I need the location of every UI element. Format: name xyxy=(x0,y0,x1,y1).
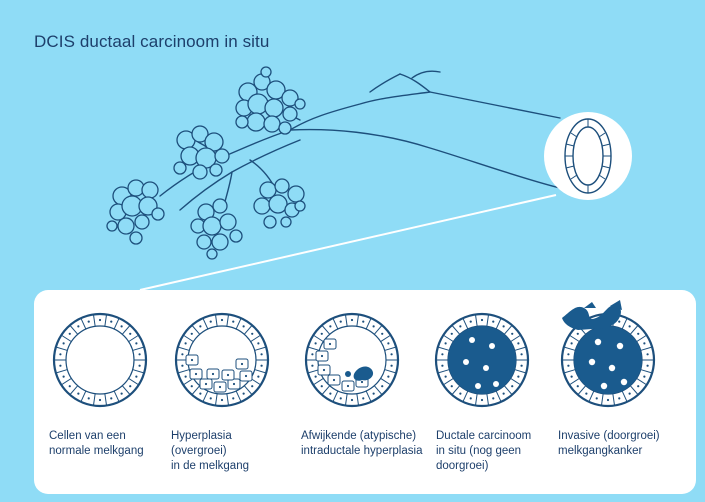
stage-invasive: Invasive (doorgroei) melkgangkanker xyxy=(548,300,678,494)
atypical-duct-cross-section xyxy=(304,312,400,408)
stage-atypical: Afwijkende (atypische) intraductale hype… xyxy=(296,312,426,494)
stage-dcis: Ductale carcinoom in situ (nog geen door… xyxy=(426,312,544,494)
stage-caption-dcis: Ductale carcinoom in situ (nog geen door… xyxy=(436,430,532,472)
stage-caption-atypical: Afwijkende (atypische) intraductale hype… xyxy=(301,430,423,457)
stage-caption-hyperplasia: Hyperplasia (overgroei) in de melkgang xyxy=(171,430,249,472)
stage-normal: Cellen van een normale melkgang xyxy=(44,312,156,494)
hyperplasia-duct-cross-section xyxy=(174,312,270,408)
dcis-duct-cross-section xyxy=(434,312,530,408)
normal-duct-cross-section xyxy=(52,312,148,408)
stages-panel: Cellen van een normale melkgang Hyperpla… xyxy=(34,290,696,494)
stage-caption-invasive: Invasive (doorgroei) melkgangkanker xyxy=(558,430,660,457)
invasive-duct-cross-section xyxy=(560,300,656,408)
stage-hyperplasia: Hyperplasia (overgroei) in de melkgang xyxy=(166,312,288,494)
stage-caption-normal: Cellen van een normale melkgang xyxy=(49,430,144,457)
diagram-title: DCIS ductaal carcinoom in situ xyxy=(34,32,270,51)
